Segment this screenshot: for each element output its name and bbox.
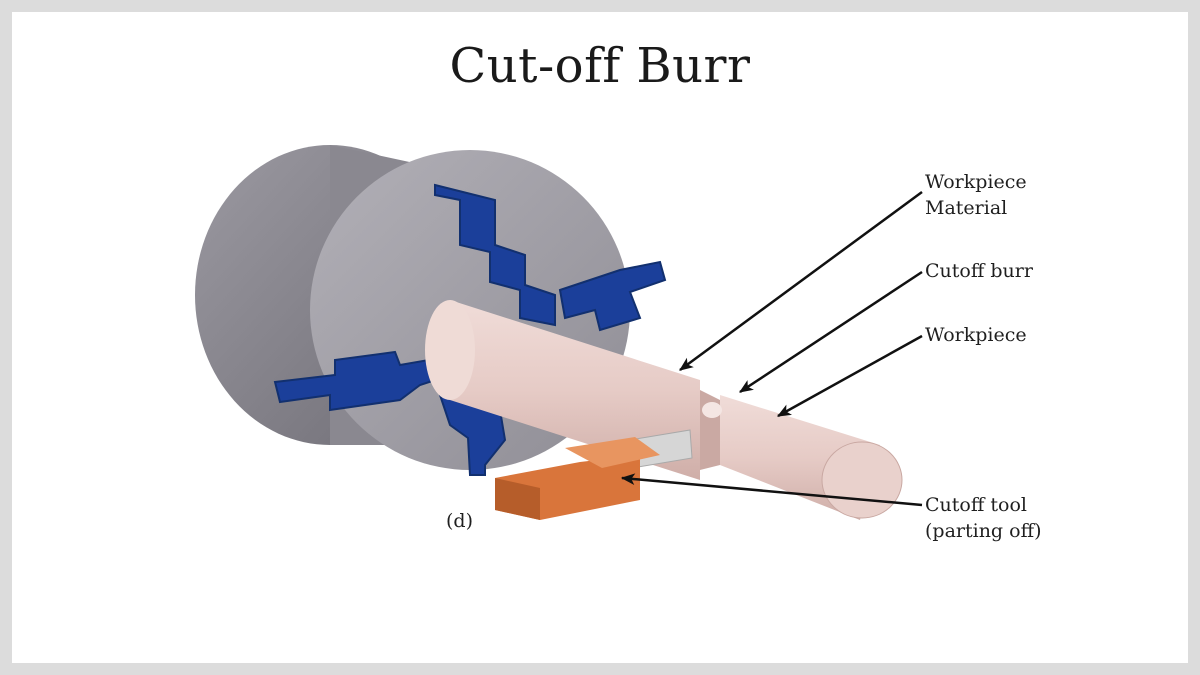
- cutoff-tool: [495, 429, 693, 520]
- rod-groove: [700, 390, 720, 470]
- label-workpiece-material-line1: Workpiece: [925, 171, 1027, 193]
- label-workpiece-material-line2: Material: [925, 197, 1008, 219]
- arrow-workpiece: [776, 334, 923, 418]
- cutoff-burr-spot: [702, 402, 722, 418]
- tool-top: [565, 437, 660, 468]
- tool-end-face: [495, 478, 540, 520]
- rod-left-end: [425, 300, 475, 400]
- panel-label: (d): [446, 510, 473, 532]
- label-cutoff-tool: Cutoff tool (parting off): [925, 492, 1042, 544]
- jaw-top: [434, 183, 556, 327]
- arrow-cutoff-burr: [739, 270, 923, 394]
- label-cutoff-tool-line2: (parting off): [925, 520, 1042, 542]
- workpiece-rod: [425, 300, 903, 520]
- arrow-workpiece-material: [679, 190, 923, 372]
- label-workpiece-material: Workpiece Material: [925, 169, 1027, 221]
- page-title: Cut-off Burr: [449, 38, 751, 94]
- jaw-right: [558, 260, 667, 332]
- label-cutoff-burr: Cutoff burr: [925, 260, 1033, 282]
- leader-arrows: [620, 190, 923, 507]
- rod-left-section: [450, 300, 700, 480]
- label-workpiece: Workpiece: [925, 324, 1027, 346]
- rod-right-end: [821, 441, 903, 519]
- label-cutoff-tool-line1: Cutoff tool: [925, 494, 1027, 516]
- arrow-cutoff-tool: [620, 473, 923, 507]
- chuck-jaws: [273, 183, 667, 476]
